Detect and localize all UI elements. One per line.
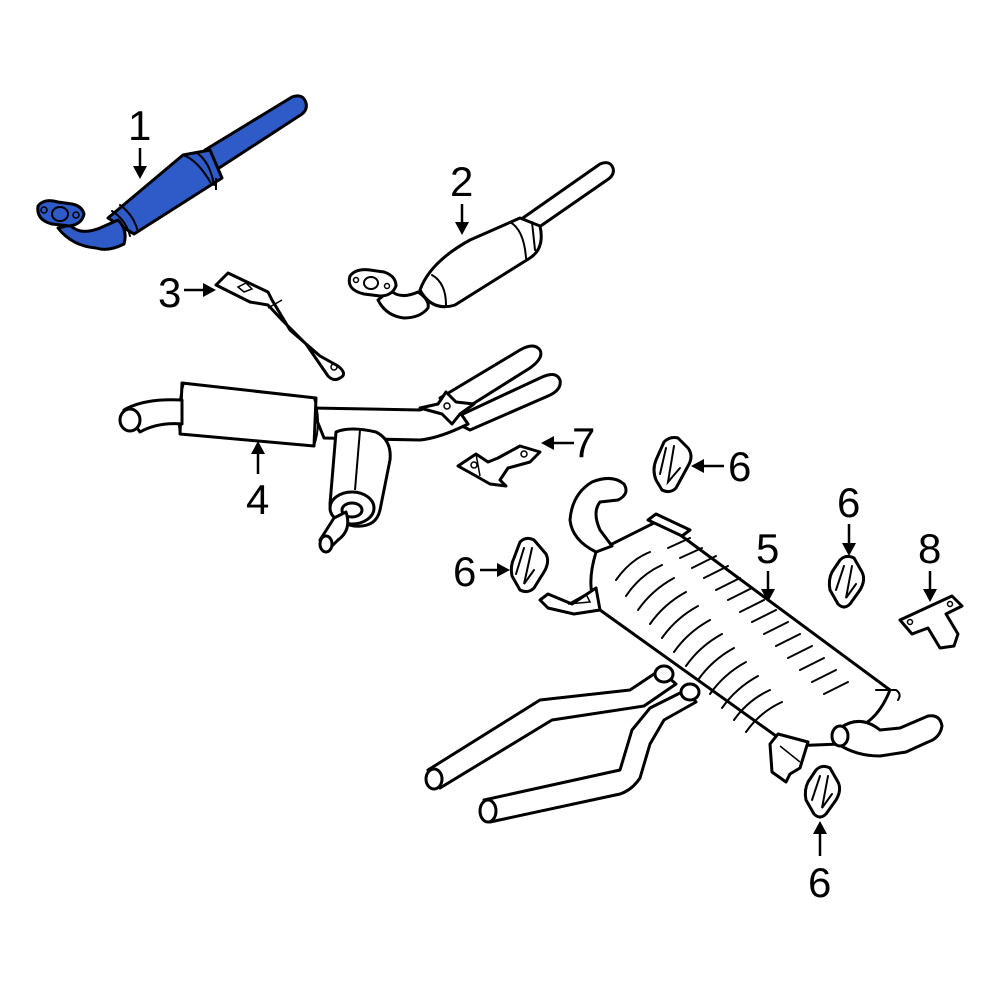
callout-number-6d: 6 (808, 859, 831, 906)
part-1-catalytic-converter[interactable] (36, 94, 308, 251)
callout-2: 2 (450, 158, 473, 235)
part-6-hanger-insulator-c[interactable] (509, 536, 550, 594)
part-3-bracket[interactable] (214, 271, 345, 382)
callout-number-6b: 6 (837, 479, 860, 526)
callout-4: 4 (246, 441, 269, 523)
callout-6b: 6 (837, 479, 860, 556)
part-2-catalytic-converter[interactable] (347, 161, 615, 320)
part-8-bracket[interactable] (898, 594, 964, 650)
callout-number-3: 3 (158, 269, 181, 316)
callout-6d: 6 (808, 821, 831, 906)
callout-8: 8 (918, 525, 941, 602)
callout-5: 5 (756, 525, 779, 602)
callout-number-2: 2 (450, 158, 473, 205)
part-6-hanger-insulator-b[interactable] (827, 554, 866, 609)
part-4-center-muffler-assembly[interactable] (118, 344, 562, 554)
callout-number-8: 8 (918, 525, 941, 572)
callout-6a: 6 (691, 443, 751, 490)
part-6-hanger-insulator-d[interactable] (803, 764, 842, 819)
callout-number-6c: 6 (453, 548, 476, 595)
part-6-hanger-insulator-a[interactable] (652, 436, 693, 494)
callout-number-4: 4 (246, 476, 269, 523)
part-7-bracket[interactable] (456, 444, 542, 488)
callout-6c: 6 (453, 548, 510, 595)
callout-7: 7 (541, 419, 595, 466)
callout-3: 3 (158, 269, 216, 316)
callout-number-7: 7 (572, 419, 595, 466)
callout-number-1: 1 (128, 102, 151, 149)
callout-number-6a: 6 (728, 443, 751, 490)
callout-number-5: 5 (756, 525, 779, 572)
callout-1: 1 (128, 102, 151, 179)
part-5-rear-muffler-assembly[interactable] (424, 477, 944, 824)
